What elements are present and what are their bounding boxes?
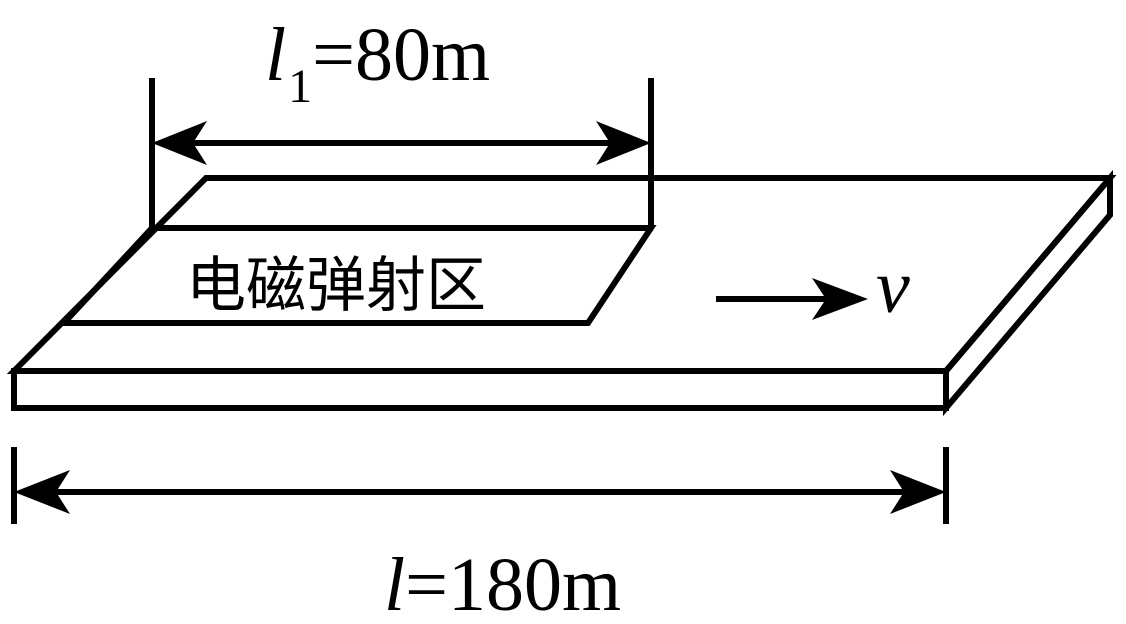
velocity-label: v <box>876 245 910 329</box>
launch-zone-label: 电磁弹射区 <box>186 251 486 321</box>
top-dimension-right-arrowhead <box>596 121 651 165</box>
runway-side-face <box>943 169 1113 417</box>
top-dimension-left-arrowhead <box>152 121 207 165</box>
bottom-dimension-right-arrowhead <box>890 470 946 514</box>
bottom-length-value: =180m <box>405 543 621 624</box>
velocity-arrowhead <box>812 278 868 320</box>
top-length-label: l1=80m <box>265 13 490 113</box>
bottom-length-label: l=180m <box>384 543 621 624</box>
top-length-variable: l <box>265 13 286 97</box>
bottom-dimension-left-arrowhead <box>14 470 70 514</box>
runway-top-face <box>6 175 1117 374</box>
top-length-subscript: 1 <box>288 60 312 113</box>
runway-front-face <box>11 368 949 411</box>
launch-zone <box>57 225 657 326</box>
top-length-value: =80m <box>312 13 490 97</box>
bottom-length-variable: l <box>384 543 405 624</box>
